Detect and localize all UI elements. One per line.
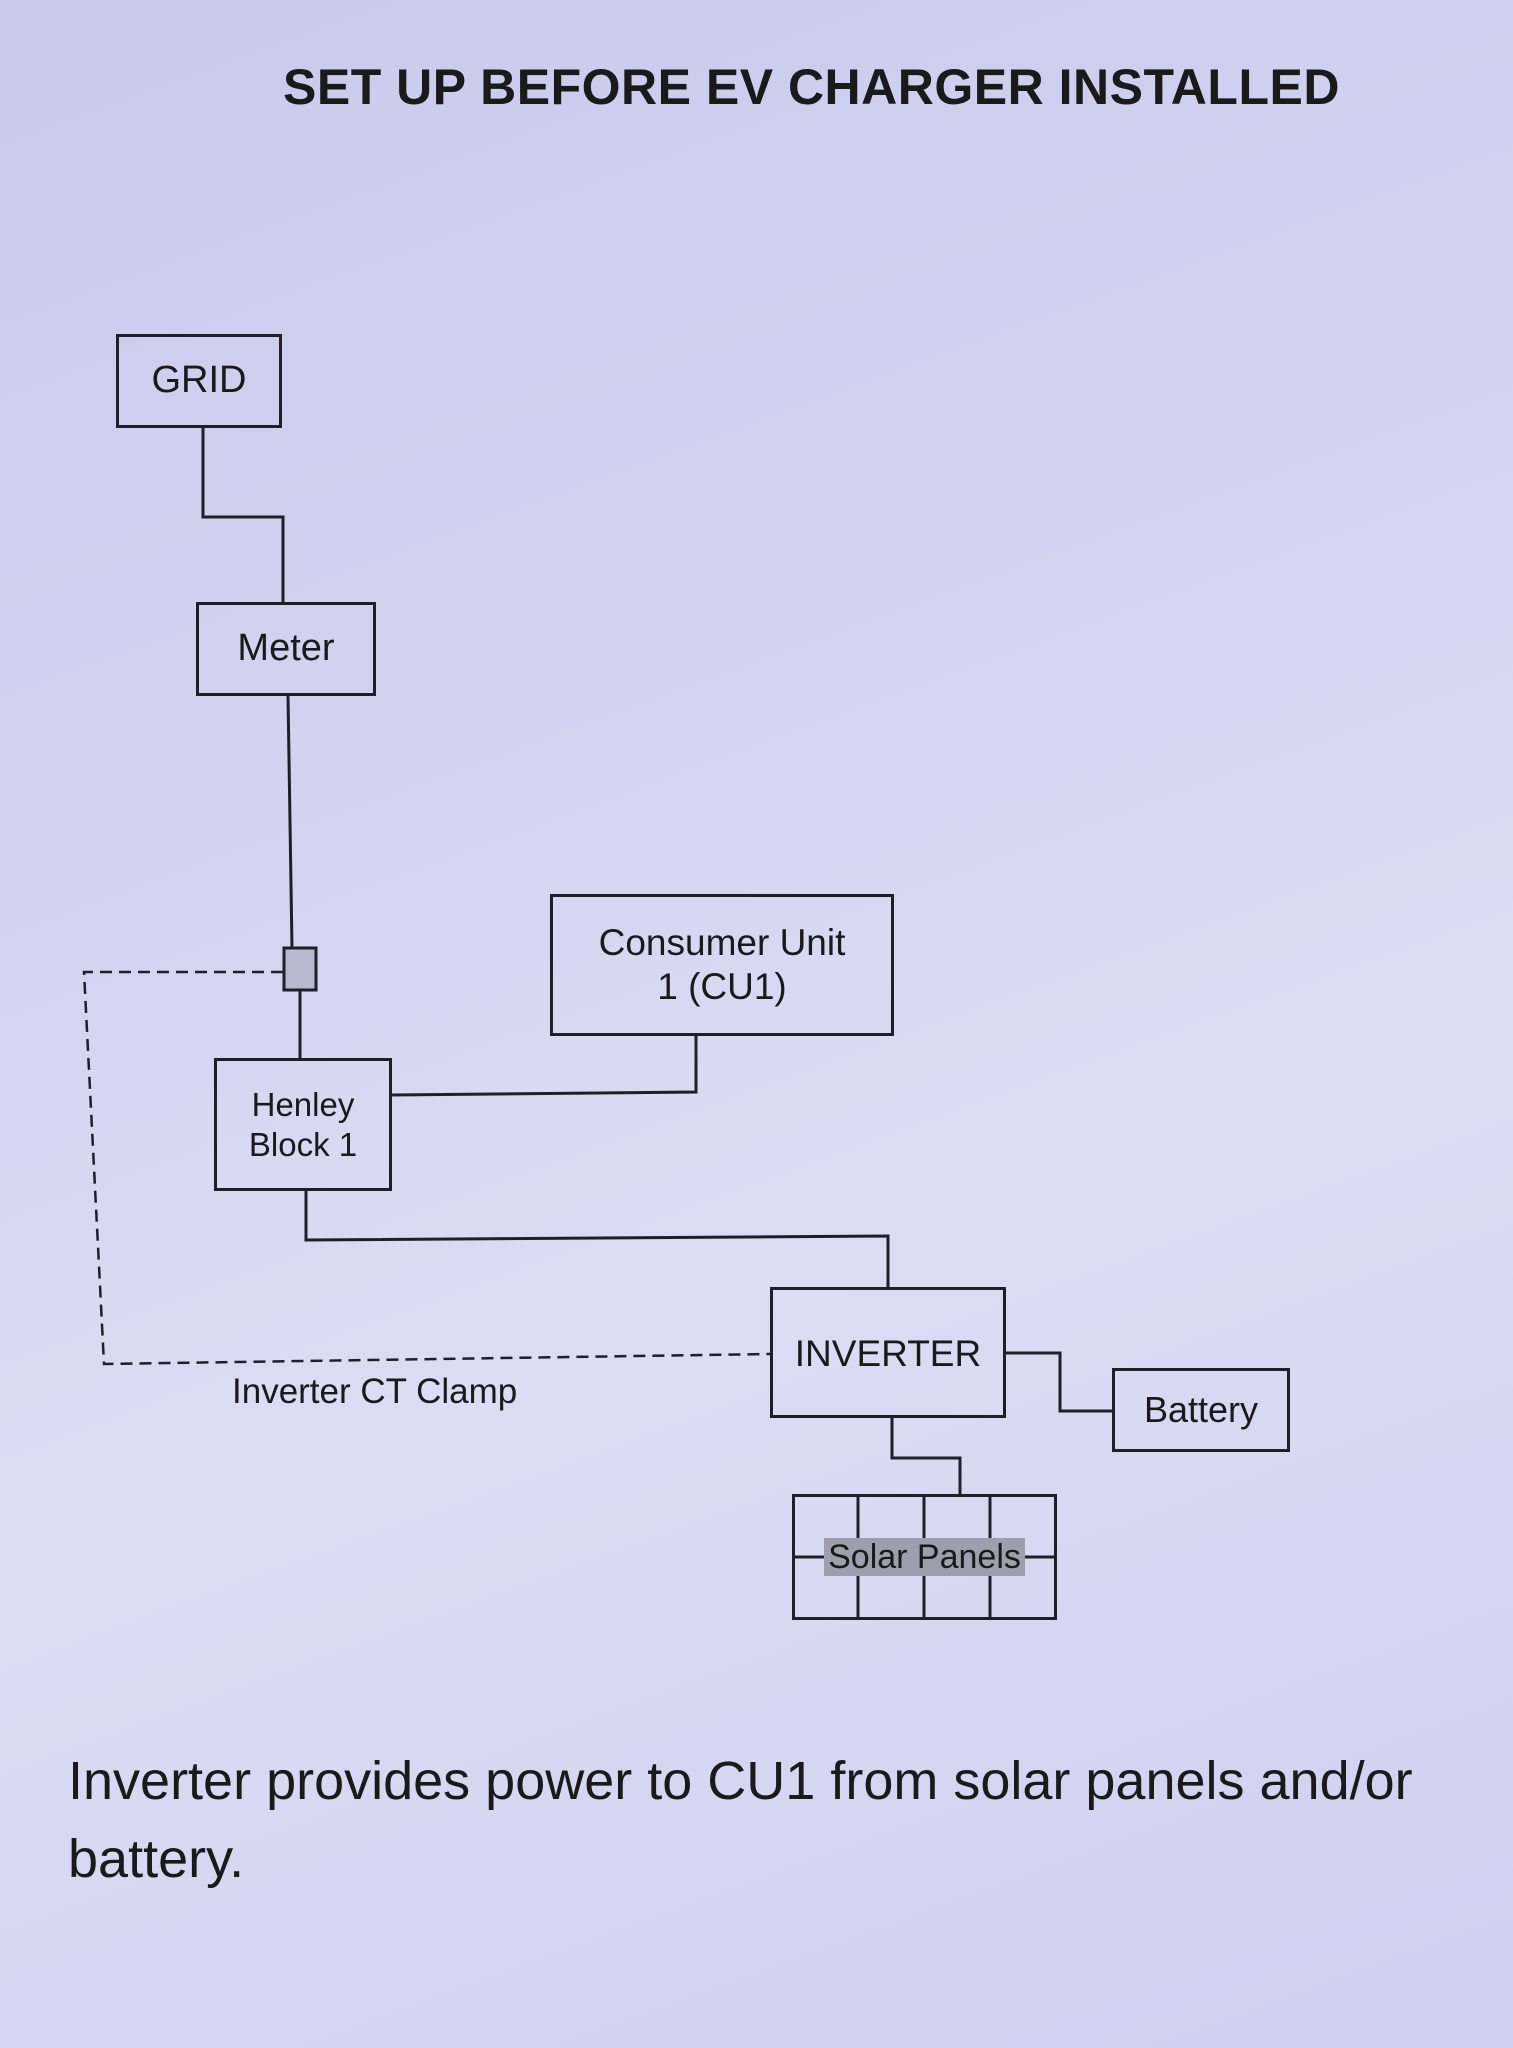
wire-inverter-battery: [1006, 1351, 1112, 1413]
ct-clamp-square: [282, 946, 318, 992]
ct-clamp-label: Inverter CT Clamp: [232, 1372, 518, 1411]
solar-panels-label-wrap: Solar Panels: [792, 1538, 1057, 1577]
henley-block-box: Henley Block 1: [214, 1058, 392, 1191]
battery-label: Battery: [1143, 1389, 1259, 1431]
consumer-unit-box: Consumer Unit 1 (CU1): [550, 894, 894, 1036]
ct-clamp-dashed-line: [82, 970, 771, 1366]
henley-block-label: Henley Block 1: [248, 1085, 358, 1163]
wire-henley-cu1: [391, 1036, 698, 1097]
wire-grid-meter: [201, 428, 285, 602]
battery-box: Battery: [1112, 1368, 1290, 1452]
wire-inverter-solar: [890, 1418, 962, 1494]
diagram-title: SET UP BEFORE EV CHARGER INSTALLED: [283, 59, 1340, 115]
diagram-caption: Inverter provides power to CU1 from sola…: [68, 1751, 1413, 1890]
wire-meter-clamp: [286, 695, 294, 949]
meter-label: Meter: [237, 627, 335, 670]
meter-box: Meter: [196, 602, 376, 696]
wire-henley-inverter: [304, 1191, 890, 1287]
solar-panels-label: Solar Panels: [824, 1538, 1025, 1576]
consumer-unit-label: Consumer Unit 1 (CU1): [598, 921, 846, 1007]
grid-label: GRID: [151, 359, 247, 402]
inverter-box: INVERTER: [770, 1287, 1006, 1418]
inverter-label: INVERTER: [794, 1333, 982, 1374]
grid-box: GRID: [116, 334, 282, 428]
